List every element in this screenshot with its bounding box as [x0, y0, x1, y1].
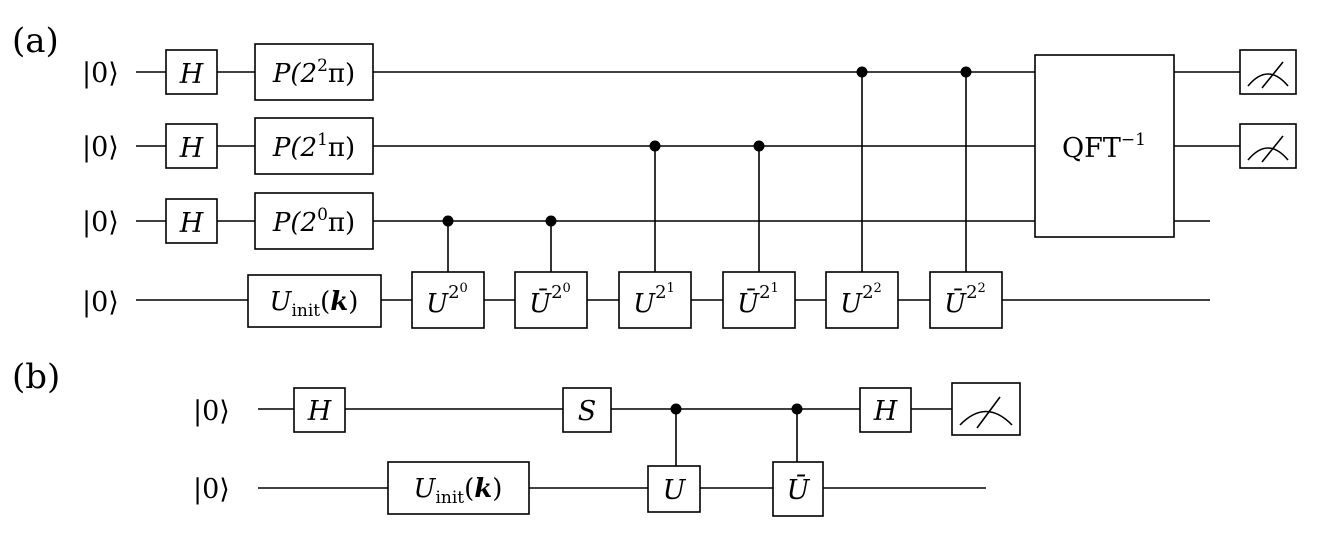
- ket-b-qubit-1: |0⟩: [193, 396, 230, 427]
- measurement-meter-icon: [1239, 49, 1297, 95]
- phase-exponent: 2: [317, 56, 328, 76]
- svg-text:Ū21: Ū21: [737, 281, 779, 319]
- s-gate-label: S: [578, 396, 597, 427]
- u-power-exp: 1: [771, 281, 779, 296]
- cu-gate-1: U20: [411, 271, 485, 329]
- measurement-meter-icon: [1239, 123, 1297, 169]
- uinit-gate-b: Uinit(k): [387, 461, 530, 515]
- svg-text:Uinit(k): Uinit(k): [270, 287, 359, 321]
- control-dot-6: [960, 66, 972, 78]
- u-power-base: 2: [551, 282, 562, 303]
- u-power-base: 2: [966, 282, 977, 303]
- svg-text:Ū22: Ū22: [944, 281, 986, 319]
- uinit-paren-open: (: [320, 287, 330, 317]
- qft-label: QFT: [1062, 133, 1121, 164]
- phase-exponent: 1: [317, 130, 328, 150]
- control-dot-5: [856, 66, 868, 78]
- control-dot-3: [649, 140, 661, 152]
- s-gate-b: S: [562, 387, 612, 433]
- uinit-subscript: init: [291, 301, 320, 321]
- panel-label-b: (b): [12, 357, 60, 397]
- control-dot-2: [545, 215, 557, 227]
- ket-a-qubit-4: |0⟩: [82, 287, 119, 318]
- phase-suffix: π): [328, 59, 355, 89]
- svg-text:U22: U22: [840, 281, 882, 319]
- svg-text:QFT−1: QFT−1: [1062, 130, 1146, 164]
- u-power-base: 2: [655, 282, 666, 303]
- u-power-base: 2: [862, 282, 873, 303]
- uinit-paren-close: ): [348, 287, 358, 317]
- h-gate-label: H: [179, 59, 204, 90]
- phase-suffix: π): [328, 133, 355, 163]
- h-gate-b-2: H: [859, 387, 912, 433]
- u-symbol: U: [633, 289, 656, 319]
- u-power-exp: 2: [874, 281, 882, 296]
- h-gate-label: H: [873, 396, 898, 427]
- ubar-symbol: Ū: [737, 288, 760, 319]
- control-dot-b-2: [791, 403, 803, 415]
- uinit-subscript: init: [435, 488, 464, 508]
- ket-a-qubit-2: |0⟩: [82, 132, 119, 163]
- phase-suffix: π): [328, 208, 355, 238]
- cu-gate-3: U22: [825, 271, 899, 329]
- phase-prefix: P(2: [272, 59, 317, 89]
- svg-text:Ū20: Ū20: [529, 281, 571, 319]
- svg-text:P(21π): P(21π): [272, 130, 355, 163]
- ket-b-qubit-2: |0⟩: [193, 474, 230, 505]
- uinit-gate-a: Uinit(k): [247, 274, 382, 328]
- h-gate-label: H: [307, 396, 332, 427]
- u-power-exp: 1: [667, 281, 675, 296]
- uinit-argument: k: [330, 287, 348, 317]
- panel-label-a: (a): [12, 21, 59, 61]
- uinit-paren-open: (: [464, 474, 474, 504]
- cubar-gate-1: Ū20: [514, 271, 588, 329]
- u-symbol: U: [426, 289, 449, 319]
- uinit-argument: k: [474, 474, 492, 504]
- svg-text:U20: U20: [426, 281, 468, 319]
- h-gate-a-1: H: [165, 49, 218, 95]
- u-power-exp: 2: [978, 281, 986, 296]
- control-dot-b-1: [670, 403, 682, 415]
- qft-exponent: −1: [1121, 130, 1146, 150]
- phase-prefix: P(2: [272, 133, 317, 163]
- h-gate-label: H: [179, 133, 204, 164]
- ubar-symbol: Ū: [944, 288, 967, 319]
- u-power-base: 2: [448, 282, 459, 303]
- h-gate-a-3: H: [165, 198, 218, 244]
- u-power-base: 2: [759, 282, 770, 303]
- cubar-gate-3: Ū22: [929, 271, 1003, 329]
- uinit-paren-close: ): [492, 474, 502, 504]
- svg-text:P(20π): P(20π): [272, 205, 355, 238]
- phase-exponent: 0: [317, 205, 328, 225]
- h-gate-b-1: H: [293, 387, 346, 433]
- cu-gate-b: U: [647, 465, 701, 513]
- u-symbol: U: [840, 289, 863, 319]
- u-symbol: U: [663, 475, 687, 506]
- phase-prefix: P(2: [272, 208, 317, 238]
- phase-gate-a-3: P(20π): [254, 192, 374, 250]
- svg-text:P(22π): P(22π): [272, 56, 355, 89]
- ubar-symbol: Ū: [787, 473, 811, 506]
- uinit-symbol: U: [270, 287, 293, 317]
- inverse-qft-gate: QFT−1: [1034, 54, 1175, 238]
- control-dot-4: [753, 140, 765, 152]
- u-power-exp: 0: [563, 281, 571, 296]
- phase-gate-a-1: P(22π): [254, 43, 374, 101]
- control-dot-1: [442, 215, 454, 227]
- h-gate-label: H: [179, 208, 204, 239]
- cubar-gate-b: Ū: [772, 461, 824, 517]
- cu-gate-2: U21: [618, 271, 692, 329]
- svg-text:U21: U21: [633, 281, 675, 319]
- u-power-exp: 0: [460, 281, 468, 296]
- svg-text:Uinit(k): Uinit(k): [414, 474, 503, 508]
- ket-a-qubit-1: |0⟩: [82, 58, 119, 89]
- phase-gate-a-2: P(21π): [254, 117, 374, 175]
- measurement-meter-icon: [951, 382, 1021, 436]
- h-gate-a-2: H: [165, 123, 218, 169]
- cubar-gate-2: Ū21: [722, 271, 796, 329]
- ket-a-qubit-3: |0⟩: [82, 207, 119, 238]
- ubar-symbol: Ū: [529, 288, 552, 319]
- uinit-symbol: U: [414, 474, 437, 504]
